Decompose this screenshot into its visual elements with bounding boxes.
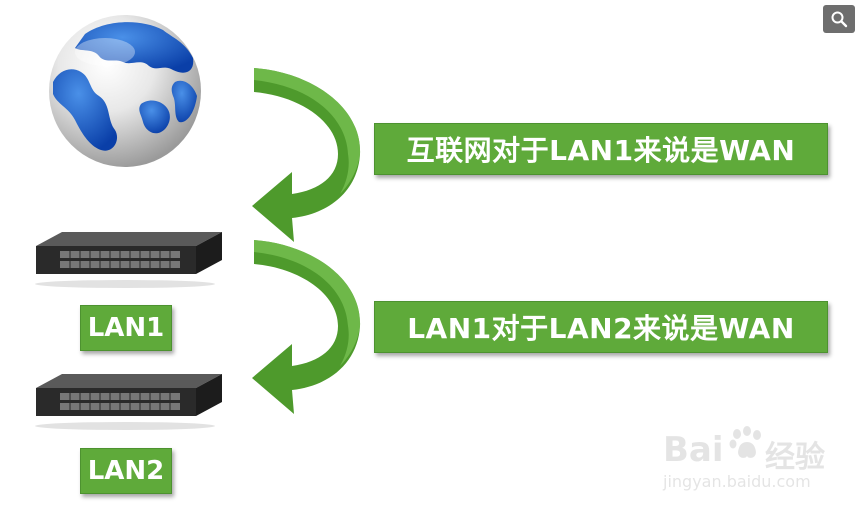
lan1-label: LAN1 (80, 305, 172, 351)
watermark-url: jingyan.baidu.com (663, 472, 811, 491)
paw-icon (729, 426, 761, 458)
lan2-label: LAN2 (80, 448, 172, 494)
magnifier-icon (831, 11, 848, 28)
arrow-icon (252, 68, 361, 242)
globe-icon (49, 15, 201, 167)
baidu-watermark: Bai 经验 jingyan.baidu.com (655, 420, 855, 500)
watermark-brand: Bai (663, 430, 724, 470)
statement-lan1-wan: LAN1对于LAN2来说是WAN (374, 301, 828, 353)
arrow-icon (252, 240, 361, 414)
statement-internet-wan: 互联网对于LAN1来说是WAN (374, 123, 828, 175)
network-switch-icon (35, 374, 222, 430)
network-switch-icon (35, 232, 222, 288)
zoom-button[interactable] (823, 5, 855, 33)
watermark-brand-suffix: 经验 (765, 440, 825, 475)
